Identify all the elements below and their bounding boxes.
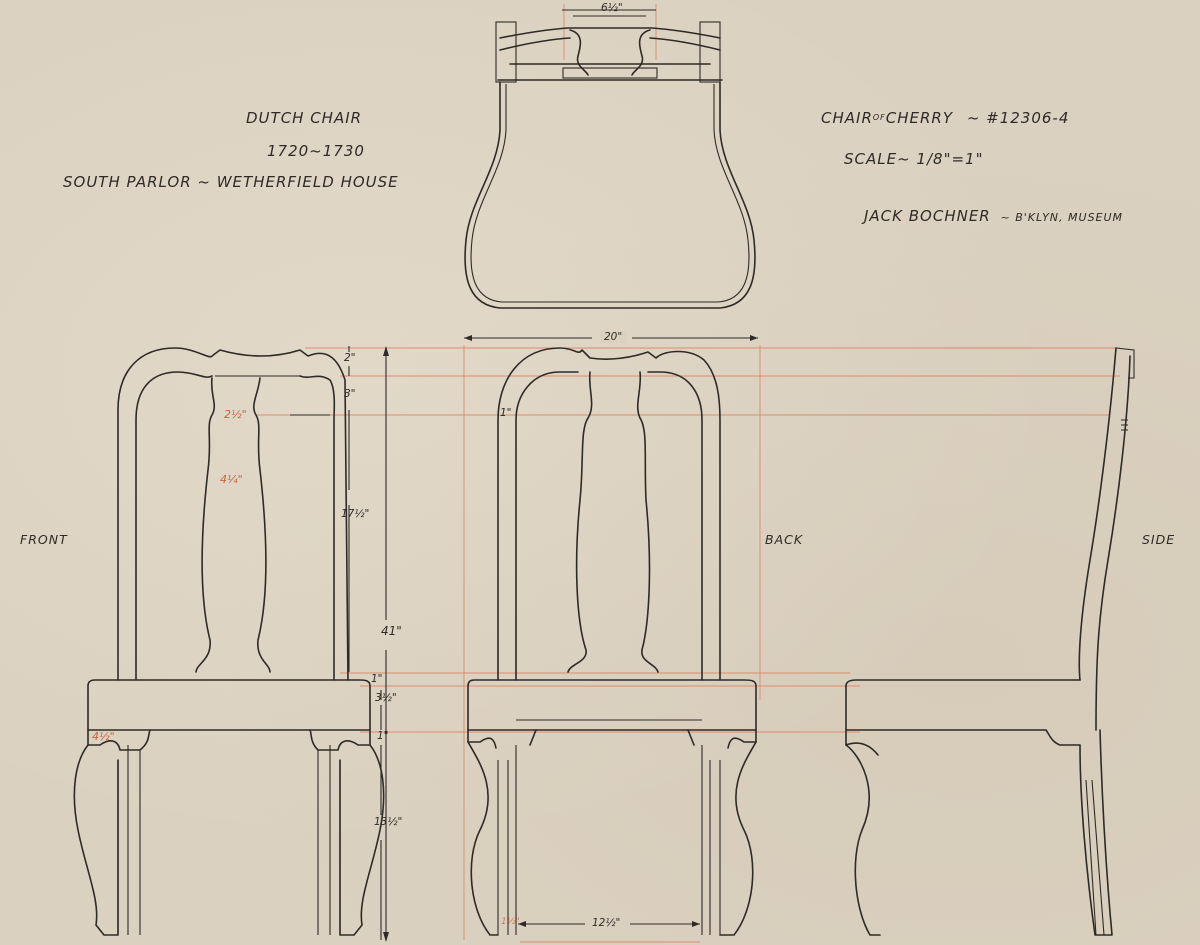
artist-block: JACK BOCHNER ~ B'KLYN, MUSEUM (864, 207, 1123, 225)
drawing-scale: SCALE~ 1/8"=1" (844, 150, 984, 168)
dim-splat-body-width: 4¼" (220, 473, 243, 486)
front-dimensions (290, 346, 389, 942)
dim-splat-neck-width: 2½" (224, 408, 247, 421)
top-view (464, 9, 758, 341)
view-label-back: BACK (765, 532, 804, 547)
dim-seat-rail-top: 1" (371, 673, 383, 685)
chair-date: 1720~1730 (267, 142, 365, 160)
dim-seat-thickness: 3½" (375, 692, 397, 704)
construction-lines (255, 4, 1120, 943)
dim-leg-thickness: 1½" (501, 917, 520, 927)
dim-apron-bracket: 4½" (92, 730, 115, 743)
dim-overall-height: 41" (381, 624, 402, 638)
front-view (73, 347, 385, 936)
artist-name: JACK BOCHNER (864, 207, 991, 225)
chair-location: SOUTH PARLOR ~ WETHERFIELD HOUSE (63, 173, 399, 191)
dim-stile-width: 1" (500, 407, 512, 419)
material-of: OF (872, 113, 886, 122)
view-label-side: SIDE (1142, 532, 1176, 547)
chair-name: DUTCH CHAIR (246, 109, 363, 127)
material-prefix: CHAIR (821, 109, 873, 127)
catalog-number: ~ #12306-4 (966, 109, 1070, 127)
dim-splat-height: 17½" (341, 508, 370, 520)
dim-crest-rail-gap: 3" (344, 388, 356, 400)
dim-seat-width: 20" (600, 331, 627, 343)
dim-leg-spacing: 12½" (592, 917, 621, 929)
dim-top-crest-width: 6½" (601, 2, 623, 14)
dim-leg-height: 13½" (374, 816, 403, 828)
chair-material: CHAIROFCHERRY ~ #12306-4 (821, 109, 1069, 127)
dim-crest-height: 2" (344, 352, 356, 364)
institution: ~ B'KLYN, MUSEUM (1000, 211, 1124, 224)
dim-apron-offset: 1" (377, 730, 389, 742)
material-name: CHERRY (885, 109, 954, 127)
back-view (467, 347, 757, 936)
view-label-front: FRONT (20, 532, 68, 547)
side-view (845, 347, 1135, 936)
